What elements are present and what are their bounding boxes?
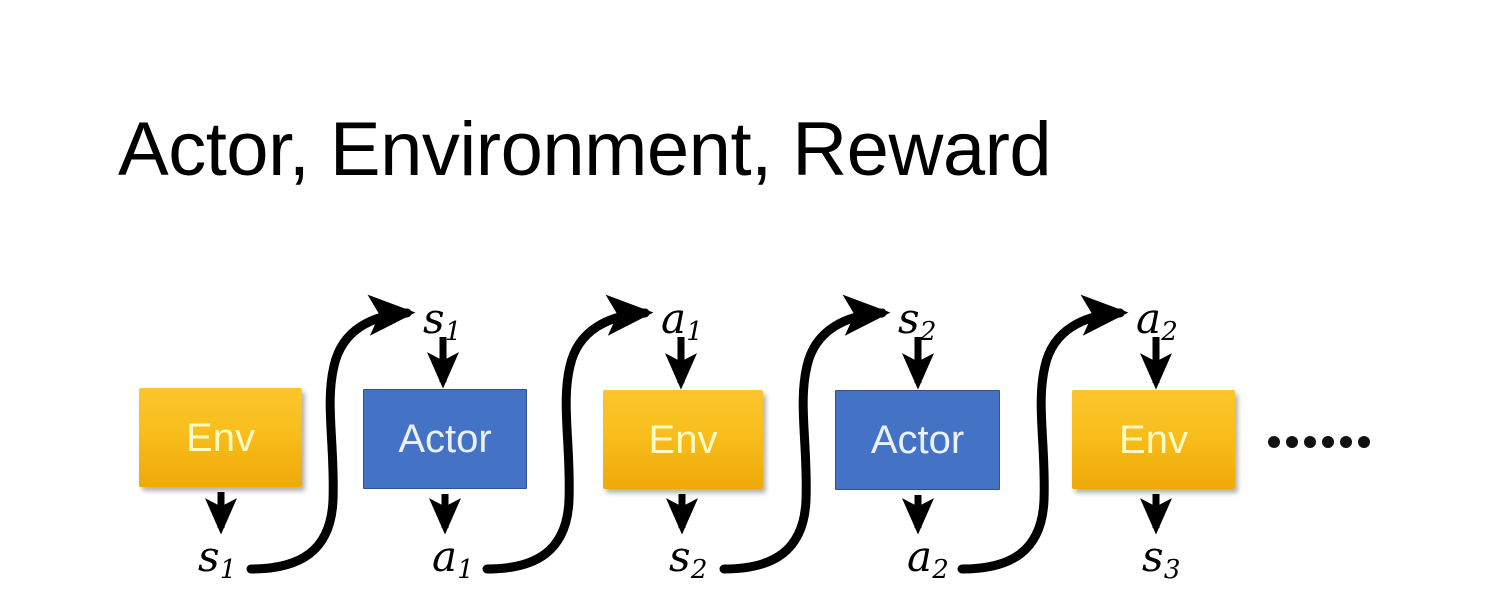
label-bottom-s3-sub: 3 — [1163, 555, 1181, 586]
ellipsis-dot — [1358, 436, 1370, 448]
label-top-a2-sub: 2 — [1161, 317, 1178, 348]
ellipsis-dot — [1340, 436, 1352, 448]
ellipsis-dot — [1286, 436, 1298, 448]
node-actor-1[interactable]: Actor — [363, 389, 527, 489]
label-top-s1-sub: 1 — [444, 317, 462, 348]
label-bottom-s1: s1 — [198, 536, 236, 584]
label-top-s1: s1 — [423, 298, 461, 346]
ellipsis-dot — [1304, 436, 1316, 448]
ellipsis-dot — [1322, 436, 1334, 448]
label-bottom-a1: a1 — [432, 536, 474, 584]
label-top-a1-base: a — [661, 294, 687, 343]
label-bottom-a1-base: a — [432, 532, 458, 581]
label-top-s2-base: s — [898, 294, 920, 343]
label-top-s1-base: s — [423, 294, 445, 343]
node-env-1[interactable]: Env — [139, 388, 302, 487]
label-top-s2-sub: 2 — [919, 317, 937, 348]
label-bottom-s2-base: s — [669, 532, 691, 581]
label-top-a2-base: a — [1136, 294, 1162, 343]
label-bottom-a2: a2 — [907, 536, 949, 584]
label-bottom-s1-sub: 1 — [219, 555, 237, 586]
label-top-a1: a1 — [661, 298, 703, 346]
label-bottom-s1-base: s — [198, 532, 220, 581]
label-bottom-s2-sub: 2 — [690, 555, 708, 586]
label-bottom-s2: s2 — [669, 536, 707, 584]
label-bottom-s3: s3 — [1142, 536, 1180, 584]
label-top-a2: a2 — [1136, 298, 1178, 346]
label-bottom-s3-base: s — [1142, 532, 1164, 581]
label-bottom-a1-sub: 1 — [457, 555, 474, 586]
label-top-a1-sub: 1 — [686, 317, 703, 348]
ellipsis-dot — [1268, 436, 1280, 448]
label-bottom-a2-sub: 2 — [932, 555, 949, 586]
ellipsis-indicator — [1268, 436, 1370, 448]
page-title: Actor, Environment, Reward — [118, 107, 1052, 192]
node-actor-2[interactable]: Actor — [835, 390, 1000, 490]
node-env-2[interactable]: Env — [603, 390, 763, 489]
node-env-3[interactable]: Env — [1072, 390, 1235, 489]
label-bottom-a2-base: a — [907, 532, 933, 581]
label-top-s2: s2 — [898, 298, 936, 346]
